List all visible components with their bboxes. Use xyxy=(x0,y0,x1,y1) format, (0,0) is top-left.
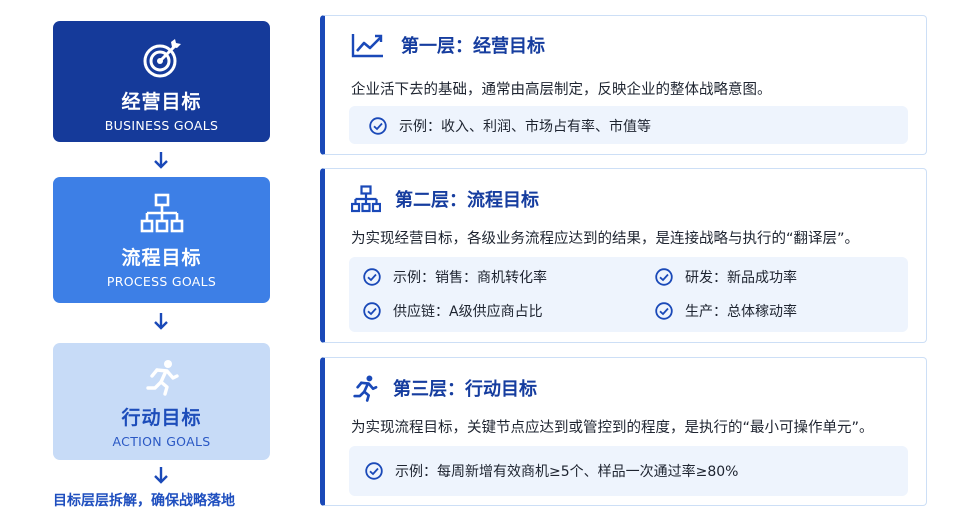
example-item: 生产：总体稼动率 xyxy=(655,301,797,321)
example-item: 供应链：A级供应商占比 xyxy=(363,301,543,321)
example-text: 示例：每周新增有效商机≥5个、样品一次通过率≥80% xyxy=(395,464,739,480)
business-goals-card: 经营目标 BUSINESS GOALS xyxy=(53,21,270,142)
layer-1-example-box: 示例：收入、利润、市场占有率、市值等 xyxy=(349,106,908,144)
check-circle-icon xyxy=(363,302,381,320)
example-text: 生产：总体稼动率 xyxy=(685,304,797,320)
check-circle-icon xyxy=(365,462,383,480)
process-goals-subtitle: PROCESS GOALS xyxy=(106,274,217,289)
layer-2-example-box: 示例：销售：商机转化率 研发：新品成功率 供应链：A级供应商占比 生产：总体稼动… xyxy=(349,257,908,332)
process-goals-card: 流程目标 PROCESS GOALS xyxy=(53,177,270,303)
check-circle-icon xyxy=(655,268,673,286)
example-item: 示例：收入、利润、市场占有率、市值等 xyxy=(369,116,651,136)
layer-1-panel: 第一层：经营目标 企业活下去的基础，通常由高层制定，反映企业的整体战略意图。 示… xyxy=(320,15,927,155)
check-circle-icon xyxy=(369,117,387,135)
layer-3-title: 第三层：行动目标 xyxy=(393,379,537,400)
layer-3-example-box: 示例：每周新增有效商机≥5个、样品一次通过率≥80% xyxy=(349,446,908,496)
example-item: 示例：每周新增有效商机≥5个、样品一次通过率≥80% xyxy=(365,461,738,481)
summary-caption: 目标层层拆解，确保战略落地 xyxy=(53,493,235,509)
example-text: 研发：新品成功率 xyxy=(685,270,797,286)
action-goals-subtitle: ACTION GOALS xyxy=(112,434,211,449)
running-person-icon xyxy=(351,374,379,402)
layer-1-title: 第一层：经营目标 xyxy=(401,36,545,57)
layer-2-panel: 第二层：流程目标 为实现经营目标，各级业务流程应达到的结果，是连接战略与执行的“… xyxy=(320,168,927,343)
target-icon xyxy=(141,37,183,81)
example-text: 示例：销售：商机转化率 xyxy=(393,270,547,286)
business-goals-subtitle: BUSINESS GOALS xyxy=(104,118,219,133)
process-goals-title: 流程目标 xyxy=(121,247,202,269)
layer-2-heading: 第二层：流程目标 xyxy=(351,185,539,213)
layer-3-heading: 第三层：行动目标 xyxy=(351,374,537,402)
example-text: 供应链：A级供应商占比 xyxy=(393,304,543,320)
layer-2-description: 为实现经营目标，各级业务流程应达到的结果，是连接战略与执行的“翻译层”。 xyxy=(351,231,860,247)
down-arrow-icon xyxy=(154,152,168,169)
example-text: 示例：收入、利润、市场占有率、市值等 xyxy=(399,119,651,135)
org-chart-icon xyxy=(140,191,184,237)
action-goals-title: 行动目标 xyxy=(121,407,202,429)
org-chart-icon xyxy=(351,185,381,213)
business-goals-title: 经营目标 xyxy=(121,91,202,113)
running-person-icon xyxy=(143,357,181,397)
layer-1-description: 企业活下去的基础，通常由高层制定，反映企业的整体战略意图。 xyxy=(351,82,772,98)
check-circle-icon xyxy=(655,302,673,320)
check-circle-icon xyxy=(363,268,381,286)
layer-1-heading: 第一层：经营目标 xyxy=(351,32,545,58)
down-arrow-icon xyxy=(154,313,168,330)
example-item: 研发：新品成功率 xyxy=(655,267,797,287)
layer-2-title: 第二层：流程目标 xyxy=(395,190,539,211)
layer-3-description: 为实现流程目标，关键节点应达到或管控到的程度，是执行的“最小可操作单元”。 xyxy=(351,420,874,436)
example-item: 示例：销售：商机转化率 xyxy=(363,267,547,287)
layer-3-panel: 第三层：行动目标 为实现流程目标，关键节点应达到或管控到的程度，是执行的“最小可… xyxy=(320,357,927,506)
trend-chart-icon xyxy=(351,32,385,58)
action-goals-card: 行动目标 ACTION GOALS xyxy=(53,343,270,460)
down-arrow-icon xyxy=(154,467,168,484)
